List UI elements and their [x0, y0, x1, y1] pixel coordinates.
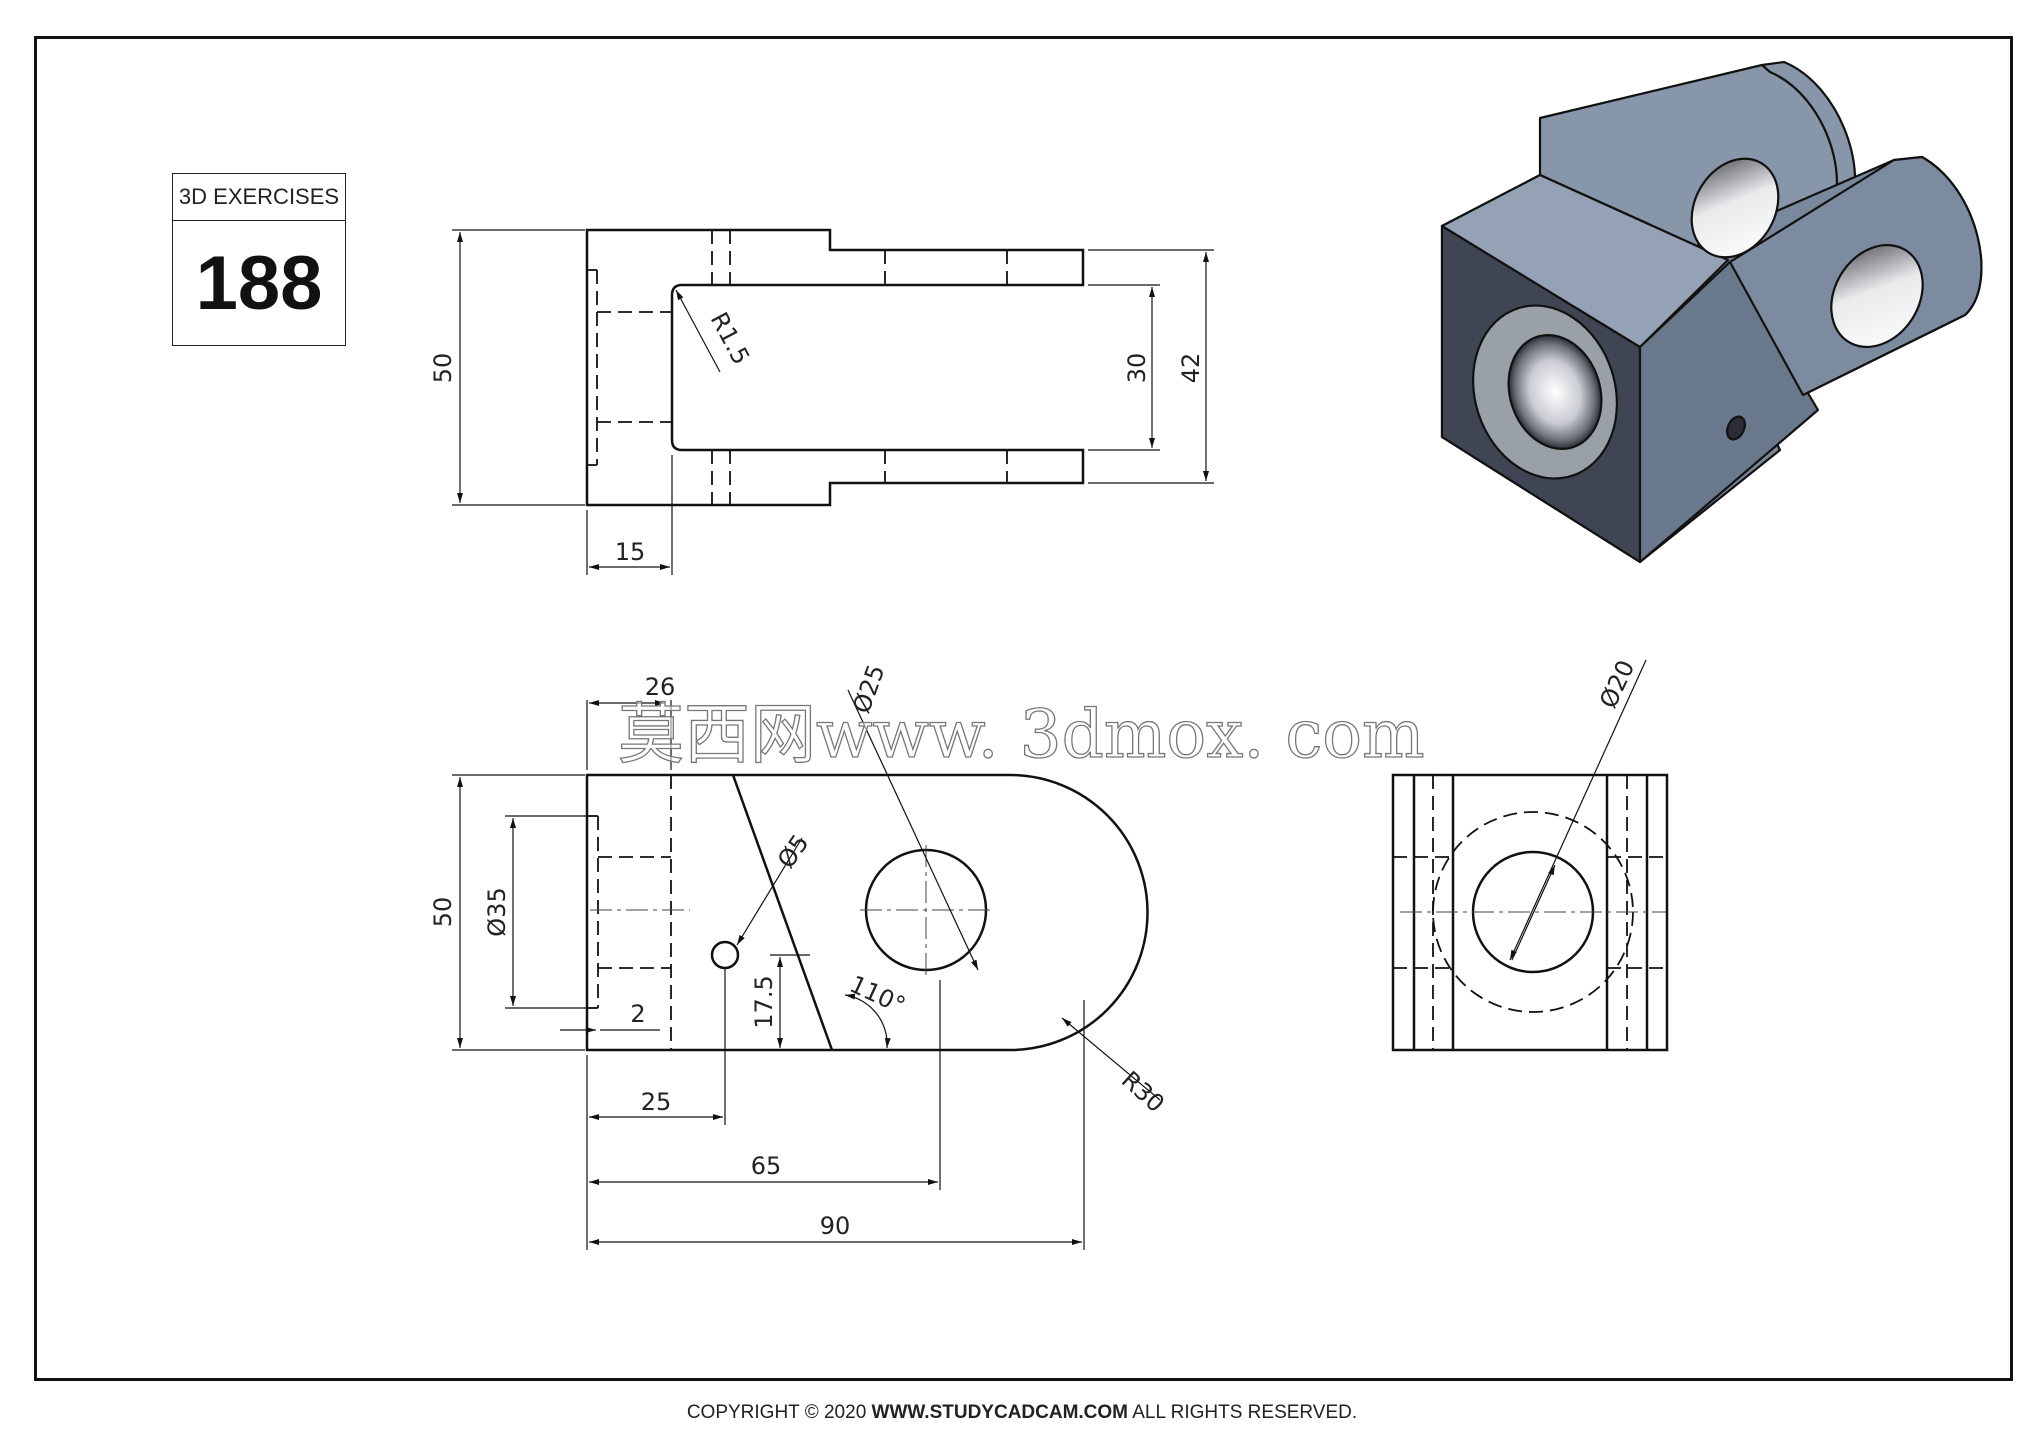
top-dim-offset: 15 — [615, 538, 646, 566]
front-view-dimensions — [452, 689, 1161, 1250]
copyright-footer: COPYRIGHT © 2020 WWW.STUDYCADCAM.COM ALL… — [0, 1402, 2044, 1424]
watermark: 莫西网www. 3dmox. com — [618, 696, 1425, 773]
front-dim-top: 26 — [645, 673, 676, 701]
iso-small-hole — [1726, 415, 1746, 441]
side-view-outline — [1391, 773, 1669, 1052]
top-view-dimensions — [452, 229, 1214, 575]
iso-front-ear-hole — [1830, 243, 1924, 349]
front-view-slope-line — [731, 774, 834, 1051]
front-dim-height: 50 — [429, 897, 457, 928]
top-view-outline — [585, 228, 1085, 507]
front-dim-center-x: 65 — [751, 1152, 782, 1180]
side-view: Ø20 — [1391, 656, 1669, 1052]
front-dim-overall: 90 — [820, 1212, 851, 1240]
iso-top-strip — [1440, 173, 1730, 349]
top-dim-height: 50 — [429, 353, 457, 384]
front-dim-hole-x: 25 — [641, 1088, 672, 1116]
top-dim-slot: 30 — [1123, 353, 1151, 384]
isometric-part — [1440, 60, 1983, 564]
top-view-hidden-lines — [587, 230, 1008, 505]
footer-suffix: ALL RIGHTS RESERVED. — [1128, 1402, 1358, 1423]
top-view: 50 30 42 15 R1.5 — [429, 228, 1214, 575]
front-dim-depth: 2 — [630, 1000, 645, 1028]
exercise-badge: 3D EXERCISES 188 — [172, 173, 346, 346]
front-view-center-lines — [590, 845, 992, 975]
iso-back-ear-hole — [1690, 157, 1780, 259]
iso-front-bore-inner — [1507, 334, 1603, 450]
side-view-dimensions — [1509, 659, 1647, 961]
footer-site-link[interactable]: WWW.STUDYCADCAM.COM — [871, 1402, 1129, 1423]
badge-title: 3D EXERCISES — [173, 174, 345, 221]
top-dim-outer: 42 — [1177, 353, 1205, 384]
front-view-outline — [585, 773, 1149, 1052]
drawing-frame — [34, 36, 2013, 1381]
front-dim-bore: Ø35 — [483, 887, 511, 936]
footer-prefix: COPYRIGHT © 2020 — [686, 1402, 872, 1423]
badge-number: 188 — [195, 240, 323, 326]
front-dim-hole-height: 17.5 — [750, 975, 778, 1028]
